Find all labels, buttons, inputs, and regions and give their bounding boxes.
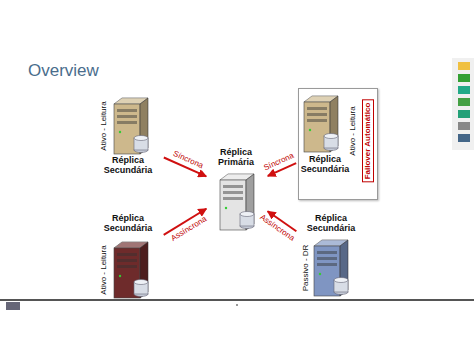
failover-badge: Failover Automático [362, 100, 374, 183]
role-label: Ativo - Leitura [100, 245, 108, 294]
page-dot [236, 304, 238, 306]
logo [6, 302, 20, 310]
replica-label: Réplica Secundária [96, 214, 160, 234]
footer-rule [0, 299, 474, 301]
server-icon [114, 98, 148, 154]
role-label: Passivo - DR [302, 245, 310, 292]
edge-label: Assíncrona [169, 214, 209, 243]
server-icon [304, 96, 338, 152]
server-node: Réplica SecundáriaPassivo - DR [298, 212, 366, 300]
server-group: Ativo - Leitura Failover AutomáticoRéplic… [298, 88, 378, 200]
replica-label: Réplica Secundária [299, 155, 351, 175]
replica-label: Réplica Secundária [298, 214, 364, 234]
server-node: Réplica SecundáriaAtivo - Leitura [96, 212, 162, 300]
server-node: Réplica Primária [208, 146, 266, 234]
replica-label: Réplica Primária [208, 148, 264, 168]
server-icon [220, 174, 254, 230]
slide-title: Overview [28, 61, 99, 81]
server-node: Ativo - LeituraRéplica Secundária [96, 96, 162, 188]
role-label: Ativo - Leitura [349, 106, 357, 155]
role-label: Ativo - Leitura [100, 101, 108, 150]
edge-label: Síncrona [171, 149, 205, 170]
server-icon [314, 240, 348, 296]
toolbar [452, 58, 474, 150]
edge-label: Assíncrona [258, 213, 297, 244]
server-icon [114, 242, 148, 298]
edge-label: Síncrona [262, 152, 296, 173]
replica-label: Réplica Secundária [96, 156, 160, 176]
